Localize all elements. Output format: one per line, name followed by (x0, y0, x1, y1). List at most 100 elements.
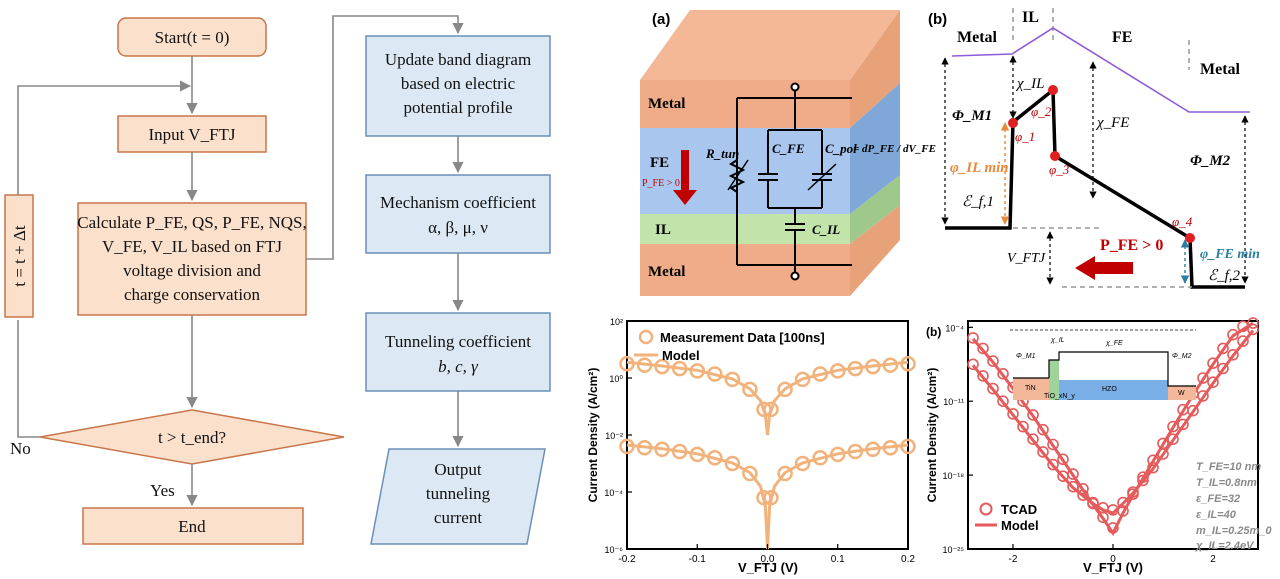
chi-fe-label: χ_FE (1095, 115, 1129, 131)
right-face-metal-top (850, 10, 900, 128)
chart2-series-2-point (1087, 497, 1099, 510)
chart2-series-0-point (1037, 446, 1049, 458)
chart2-xlabel: V_FTJ (V) (1083, 560, 1143, 575)
phi3-label: φ_3 (1049, 162, 1070, 177)
tunneling-node (365, 312, 551, 392)
chart2-series-0-point (997, 395, 1009, 408)
top-face (640, 10, 900, 80)
phi-fe-min-label: φ_FE min (1200, 247, 1260, 262)
chart1-series-0-point (742, 381, 758, 398)
no-label: No (10, 439, 31, 458)
il-label: IL (655, 222, 671, 238)
chart1-xtick-label: -0.2 (618, 554, 636, 565)
chart2-series-0-point (1227, 348, 1239, 361)
mechanism-node (365, 174, 551, 254)
loop-node (4, 194, 34, 318)
loop-label: t = t + Δt (10, 225, 29, 287)
chart2-series-0-point (1027, 433, 1039, 446)
chart2-series-0-point (1017, 420, 1029, 433)
band-metal-left: Metal (957, 29, 998, 46)
inset-phi-m1: Φ_M1 (1016, 353, 1036, 360)
chart2-series-2-point (1227, 328, 1239, 341)
chart1-ytick-label: 10⁻² (605, 431, 623, 441)
phi-m1-label: Φ_M1 (952, 108, 992, 124)
equivalent-circuit (727, 82, 852, 281)
r-tun-label: R_tun (705, 146, 739, 161)
chart1-series-0-point (777, 381, 793, 398)
chart1-series-1-line (626, 360, 909, 436)
chart2-series-1-line (971, 329, 1255, 515)
metal-bottom-label: Metal (648, 264, 685, 280)
end-node (82, 507, 304, 545)
output-node (370, 448, 546, 545)
device-panel-label: (a) (652, 11, 670, 28)
input-label: Input V_FTJ (148, 125, 235, 144)
chart2-series-2-point (1177, 403, 1189, 416)
param-til: T_IL=0.8nm (1196, 477, 1257, 489)
chart1-xtick-label: 0.1 (831, 554, 845, 565)
phi2-point (1048, 85, 1058, 95)
phi4-point (1185, 233, 1195, 243)
end-label: End (178, 517, 206, 536)
tunneling-line-2: b, c, γ (438, 357, 479, 376)
chart2-series-2-point (1067, 468, 1079, 480)
chart1-series-2-point (794, 455, 811, 472)
update-line-1: Update band diagram (385, 50, 531, 69)
layer-metal-bottom (640, 244, 850, 296)
chart2-ytick-label: 10⁻¹¹ (943, 397, 964, 407)
chart1-plot-area (619, 356, 916, 550)
chart2-series-0-point (1007, 408, 1019, 420)
chart2-series-2-point (1217, 342, 1229, 355)
chart2-legend-model: Model (1001, 518, 1039, 533)
phi2-label: φ_2 (1031, 104, 1052, 119)
chart2-series-2-point (1027, 409, 1039, 421)
inset-w: W (1178, 390, 1185, 397)
chart2-series-2-point (1077, 482, 1089, 495)
right-face-il (850, 175, 900, 244)
v-ftj-label: V_FTJ (1007, 251, 1046, 266)
chart2-series-2-point (1137, 471, 1149, 484)
chart2-series-2-point (1057, 453, 1069, 466)
chart1-series-3-line (626, 443, 909, 550)
band-polarization-label: P_FE > 0 (1100, 237, 1163, 254)
chart1-legend-circle (638, 329, 654, 345)
chart2-series-2-point (1147, 454, 1159, 467)
update-line-3: potential profile (403, 98, 512, 117)
param-tfe: T_FE=10 nm (1196, 461, 1261, 473)
chart1-ytick-label: 10⁻⁶ (605, 545, 624, 555)
band-il: IL (1022, 9, 1039, 26)
c-pol-label: C_pol (825, 141, 857, 156)
band-panel-label: (b) (928, 11, 947, 28)
chart1-xtick-label: 0.0 (761, 554, 775, 565)
inset-tioxny: TiO_xN_y (1044, 393, 1075, 400)
c-pol-formula: = dP_FE / dV_FE (853, 143, 936, 155)
chart1-series-2-point (777, 465, 793, 482)
chart2-series-0-point (967, 358, 979, 371)
calc-line-3: voltage division and (123, 261, 261, 280)
chart2-series-2-point (977, 342, 989, 355)
chart2-series-2-point (1127, 488, 1139, 500)
calc-line-4: charge conservation (124, 285, 261, 304)
chart2-legend-circle (979, 502, 993, 516)
chart2-ylabel: Current Density (A/cm²) (925, 368, 939, 503)
chart2-series-0-point (1237, 335, 1249, 347)
layer-metal-top (640, 80, 850, 128)
chart1-xtick-label: 0.2 (901, 554, 915, 565)
chart2-series-0-point (1207, 376, 1219, 389)
inset-chi-fe: χ_FE (1105, 340, 1123, 347)
output-line-3: current (434, 508, 482, 527)
chart1-legend-model: Model (662, 348, 700, 363)
chart2-series-2-point (1097, 511, 1109, 524)
chart2-xtick-label: 0 (1110, 554, 1116, 565)
vacuum-level (951, 27, 1250, 113)
phi-il-min-label: φ_IL min (950, 160, 1009, 176)
chi-il-label: χ_IL (1015, 76, 1044, 92)
param-eil: ε_IL=40 (1196, 509, 1237, 521)
band-diagram: (b) Metal IL FE Metal χ_IL χ_FE Φ_M1 Φ_M… (928, 8, 1260, 289)
chart2-plot-area (967, 317, 1259, 537)
